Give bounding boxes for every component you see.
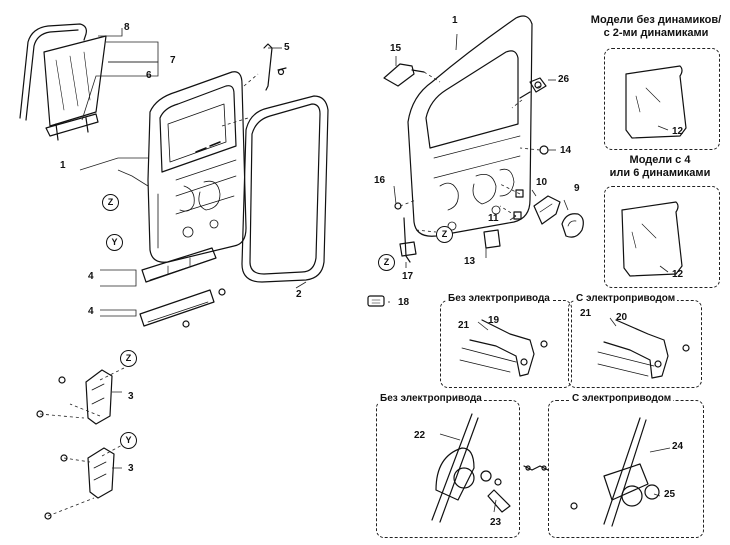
inside-handle [533, 195, 561, 225]
callout-11: 11 [488, 213, 499, 224]
panel-box-no-speakers [604, 48, 720, 150]
callout-15: 15 [390, 43, 402, 54]
window-box-power [548, 400, 704, 538]
callout-13: 13 [464, 256, 476, 267]
trim-panel-bottom [621, 201, 683, 277]
section-lock-power: С электроприводом [574, 293, 678, 304]
callout-10: 10 [536, 177, 548, 188]
callout-12-bottom: 12 [672, 269, 684, 280]
callout-3-lower: 3 [128, 463, 134, 474]
glass-run-rod [263, 43, 287, 91]
panel-box-4-6-speakers [604, 186, 720, 288]
callout-12-top: 12 [672, 126, 684, 137]
callout-25: 25 [664, 489, 676, 500]
callout-14: 14 [560, 145, 572, 156]
window-channel-seal [19, 23, 87, 121]
power-door-lock-assembly [597, 319, 690, 379]
door-weatherstrip [241, 95, 329, 283]
power-window-regulator [570, 417, 660, 527]
header-models-4-6-speakers: Модели с 4 или 6 динамиками [609, 154, 711, 179]
section-lock-no-power: Без электропривода [446, 293, 552, 304]
callout-5: 5 [284, 42, 290, 53]
section-window-no-power: Без электропривода [378, 393, 484, 404]
marker-y-hinge: Y [120, 432, 137, 449]
grommet [539, 145, 549, 155]
lower-trim-lower [139, 289, 215, 328]
handle-clips [513, 189, 524, 220]
plug [367, 295, 385, 307]
door-glass [43, 35, 107, 127]
callout-1-left: 1 [60, 160, 66, 171]
callout-1-right: 1 [452, 15, 458, 26]
marker-z-hinge: Z [120, 350, 137, 367]
callout-20: 20 [616, 312, 628, 323]
access-cover [483, 229, 501, 249]
callout-23: 23 [490, 517, 502, 528]
door-check [399, 217, 417, 263]
callout-21-no-power: 21 [458, 320, 470, 331]
door-panel-right [407, 15, 533, 237]
outside-handle [383, 63, 425, 87]
callout-2: 2 [296, 289, 302, 300]
lock-cylinder [519, 77, 547, 99]
callout-7: 7 [170, 55, 176, 66]
regulator-bolts [523, 465, 549, 471]
callout-26: 26 [558, 74, 570, 85]
marker-y-left: Y [106, 234, 123, 251]
lower-trim-upper [141, 247, 226, 296]
door-panel-left [147, 71, 247, 263]
marker-z-left: Z [102, 194, 119, 211]
callout-22: 22 [414, 430, 426, 441]
callout-9: 9 [574, 183, 580, 194]
window-regulator [431, 413, 511, 523]
callout-6: 6 [146, 70, 152, 81]
callout-4-upper: 4 [88, 271, 94, 282]
callout-4-lower: 4 [88, 306, 94, 317]
marker-z-right-a: Z [436, 226, 453, 243]
marker-z-right-b: Z [378, 254, 395, 271]
callout-21-power: 21 [580, 308, 592, 319]
section-window-power: С электроприводом [570, 393, 674, 404]
callout-18: 18 [398, 297, 410, 308]
callout-24: 24 [672, 441, 684, 452]
callout-3-upper: 3 [128, 391, 134, 402]
hinge-upper [36, 369, 113, 425]
lock-box-no-power [440, 300, 572, 388]
handle-bezel [561, 213, 584, 238]
trim-panel-top [625, 65, 687, 139]
hinge-lower [44, 447, 115, 520]
callout-16: 16 [374, 175, 386, 186]
callout-8: 8 [124, 22, 130, 33]
callout-19: 19 [488, 315, 500, 326]
header-models-no-speakers: Модели без динамиков/ с 2-ми динамиками [590, 14, 722, 39]
callout-17: 17 [402, 271, 414, 282]
door-lock-assembly [459, 319, 548, 377]
glass-bracket [45, 113, 99, 141]
